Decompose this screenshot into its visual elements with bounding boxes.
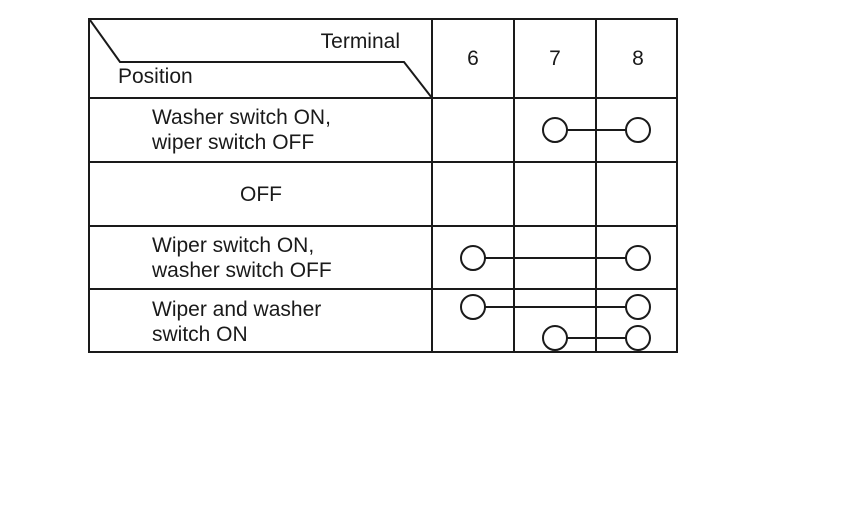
row-border bbox=[90, 288, 676, 290]
position-rows: Washer switch ON, wiper switch OFF OFF Wip… bbox=[90, 20, 676, 351]
terminal-contact-circle bbox=[625, 325, 651, 352]
diagonal-divider bbox=[90, 20, 432, 98]
row-border bbox=[90, 97, 676, 99]
terminal-contact-circle bbox=[542, 325, 568, 352]
continuity-line bbox=[473, 305, 638, 308]
terminal-contact-circle bbox=[542, 117, 568, 143]
table-gridlines bbox=[90, 20, 676, 351]
position-row-label: Wiper and washer switch ON bbox=[152, 298, 322, 346]
terminal-contact-circle bbox=[460, 293, 486, 320]
continuity-line bbox=[555, 337, 638, 340]
column-border bbox=[431, 20, 433, 351]
continuity-line bbox=[473, 256, 638, 259]
terminal-contact-circle bbox=[460, 244, 486, 271]
terminal-continuity-table: Terminal Position 6 7 8 Washer switch ON, … bbox=[88, 18, 678, 353]
terminal-contact-circle bbox=[625, 117, 651, 143]
column-border bbox=[595, 20, 597, 351]
row-border bbox=[90, 161, 676, 163]
table-corner-cell: Terminal Position bbox=[90, 20, 432, 98]
position-row-label: Washer switch ON, wiper switch OFF bbox=[152, 106, 331, 154]
position-header-label: Position bbox=[118, 65, 193, 88]
column-border bbox=[513, 20, 515, 351]
continuity-symbols bbox=[90, 20, 676, 352]
terminal-column-header: 6 bbox=[467, 47, 479, 70]
continuity-line bbox=[555, 129, 638, 131]
terminal-column-header: 8 bbox=[632, 47, 644, 70]
terminal-header-row: 6 7 8 bbox=[90, 20, 676, 351]
terminal-contact-circle bbox=[625, 244, 651, 271]
terminal-contact-circle bbox=[625, 293, 651, 320]
row-border bbox=[90, 225, 676, 227]
position-row-label: Wiper switch ON, washer switch OFF bbox=[152, 233, 332, 282]
position-row-label: OFF bbox=[240, 182, 282, 206]
terminal-header-label: Terminal bbox=[320, 30, 400, 53]
terminal-column-header: 7 bbox=[549, 47, 561, 70]
